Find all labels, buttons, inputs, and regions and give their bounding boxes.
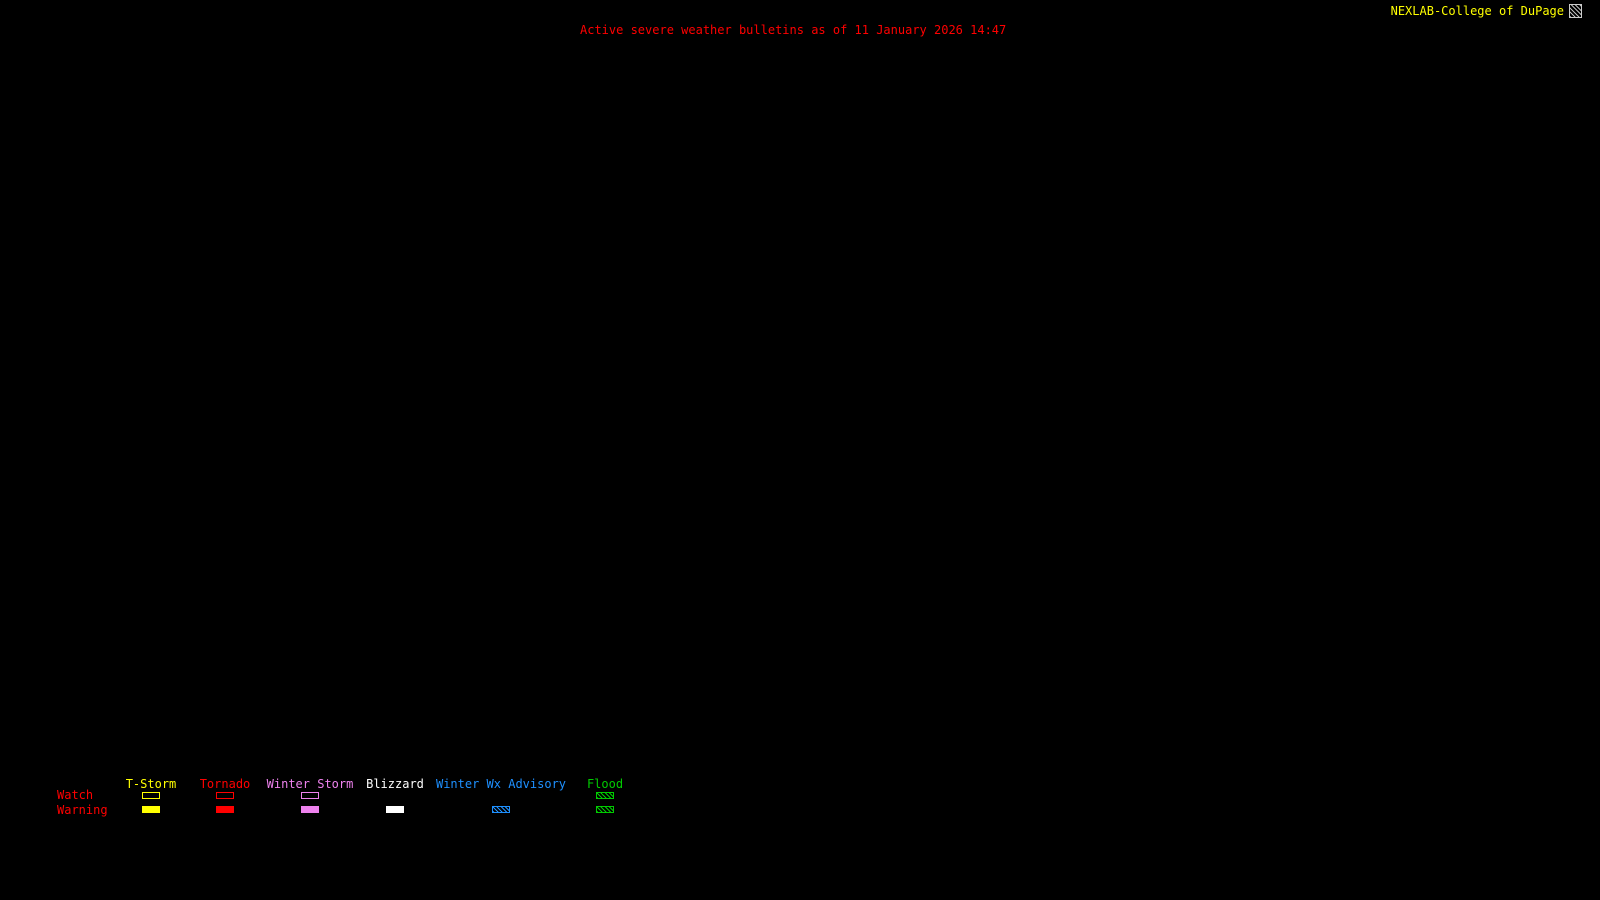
brand-text: NEXLAB-College of DuPage [1390,4,1564,18]
watch-swatch [301,792,319,799]
legend-col-label: Tornado [199,777,251,791]
legend-col-label: Winter Wx Advisory [435,777,567,791]
legend-col-label: T-Storm [125,777,177,791]
legend-col-label: Blizzard [366,777,424,791]
legend-row-watch-label: Watch [57,788,94,802]
watch-swatch [142,792,160,799]
warning-swatch [386,806,404,813]
legend-col-winter-storm: Winter Storm [260,777,360,823]
legend: Watch Warning T-Storm Tornado Winter Sto… [0,777,1600,823]
brand: NEXLAB-College of DuPage [1391,4,1582,18]
legend-col-tornado: Tornado [185,777,265,823]
watch-swatch [216,792,234,799]
warning-swatch [492,806,510,813]
cod-logo-icon [1569,4,1582,18]
warning-swatch [216,806,234,813]
legend-col-flood: Flood [565,777,645,823]
legend-col-tstorm: T-Storm [111,777,191,823]
legend-col-label: Flood [586,777,624,791]
warning-swatch [301,806,319,813]
page-title: Active severe weather bulletins as of 11… [580,23,1007,37]
watch-swatch [596,792,614,799]
legend-row-warning-label: Warning [57,803,108,817]
warning-swatch [142,806,160,813]
legend-col-blizzard: Blizzard [355,777,435,823]
legend-col-winter-wx-advisory: Winter Wx Advisory [431,777,571,823]
legend-col-label: Winter Storm [266,777,354,791]
warning-swatch [596,806,614,813]
